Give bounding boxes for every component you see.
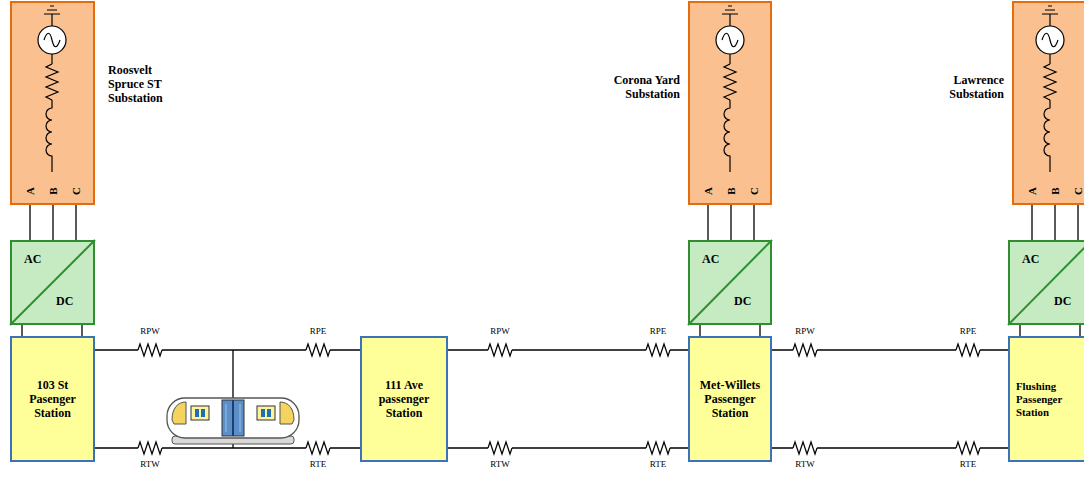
resistor-label: RTE	[309, 459, 327, 470]
converter-label: DC	[734, 294, 751, 308]
phase-label: A	[23, 184, 37, 198]
resistor-label: RPW	[489, 326, 511, 337]
feeder-wire	[52, 205, 53, 240]
feeder-wire	[81, 325, 82, 336]
converter-label: AC	[702, 252, 719, 266]
feeder-wire	[448, 447, 688, 448]
station-box: 103 St Pasenger Station	[10, 336, 95, 462]
feeder-wire	[29, 205, 30, 240]
phase-label: A	[701, 184, 715, 198]
resistor-label: RPE	[649, 326, 668, 337]
feeder-wire	[1019, 325, 1020, 336]
feeder-wire	[730, 205, 731, 240]
phase-label: A	[1025, 184, 1039, 198]
train-illustration	[167, 398, 299, 444]
substation-label: Lawrence Substation	[932, 73, 1004, 101]
converter-diagonal	[10, 240, 95, 325]
resistor-symbol	[138, 344, 980, 454]
phase-label: C	[69, 184, 83, 198]
converter-label: DC	[56, 294, 73, 308]
phase-label: C	[1071, 184, 1084, 198]
resistor-label: RPW	[794, 326, 816, 337]
source-symbol	[1036, 6, 1064, 172]
feeder-wire	[753, 205, 754, 240]
resistor-label: RTW	[139, 459, 160, 470]
station-label: 103 St Pasenger Station	[16, 378, 89, 420]
phase-label: C	[747, 184, 761, 198]
feeder-wire	[699, 325, 700, 336]
feeder-wire	[1079, 325, 1080, 336]
feeder-wire	[1077, 205, 1078, 240]
phase-label: B	[724, 184, 738, 198]
feeder-wire	[707, 205, 708, 240]
resistor-label: RTE	[649, 459, 667, 470]
resistor-label: RPE	[309, 326, 328, 337]
feeder-wire	[95, 349, 360, 350]
resistor-label: RTW	[489, 459, 510, 470]
resistor-label: RTW	[794, 459, 815, 470]
station-label: 111 Ave passenger Station	[366, 378, 442, 420]
feeder-wire	[1031, 205, 1032, 240]
station-label: Flushing Passenger Station	[1016, 380, 1084, 419]
feeder-wire	[75, 205, 76, 240]
converter-label: AC	[1022, 252, 1039, 266]
phase-label: B	[1048, 184, 1062, 198]
station-box: 111 Ave passenger Station	[360, 336, 448, 462]
substation-label: Corona Yard Substation	[608, 73, 680, 101]
substation-label: Roosvelt Spruce ST Substation	[108, 63, 180, 105]
resistor-label: RPW	[139, 326, 161, 337]
feeder-wire	[1054, 205, 1055, 240]
converter-diagonal	[688, 240, 772, 325]
station-label: Met-Willets Passenger Station	[694, 378, 766, 420]
converter-label: DC	[1054, 294, 1071, 308]
resistor-label: RPE	[959, 326, 978, 337]
feeder-wire	[21, 325, 22, 336]
feeder-wire	[759, 325, 760, 336]
station-box: Met-Willets Passenger Station	[688, 336, 772, 462]
station-box: Flushing Passenger Station	[1008, 336, 1084, 462]
resistor-label: RTE	[959, 459, 977, 470]
feeder-wire	[95, 447, 360, 448]
source-symbol	[38, 6, 66, 172]
converter-diagonal	[1008, 240, 1084, 325]
phase-label: B	[46, 184, 60, 198]
source-symbol	[716, 6, 744, 172]
converter-label: AC	[24, 252, 41, 266]
feeder-wire	[448, 349, 688, 350]
